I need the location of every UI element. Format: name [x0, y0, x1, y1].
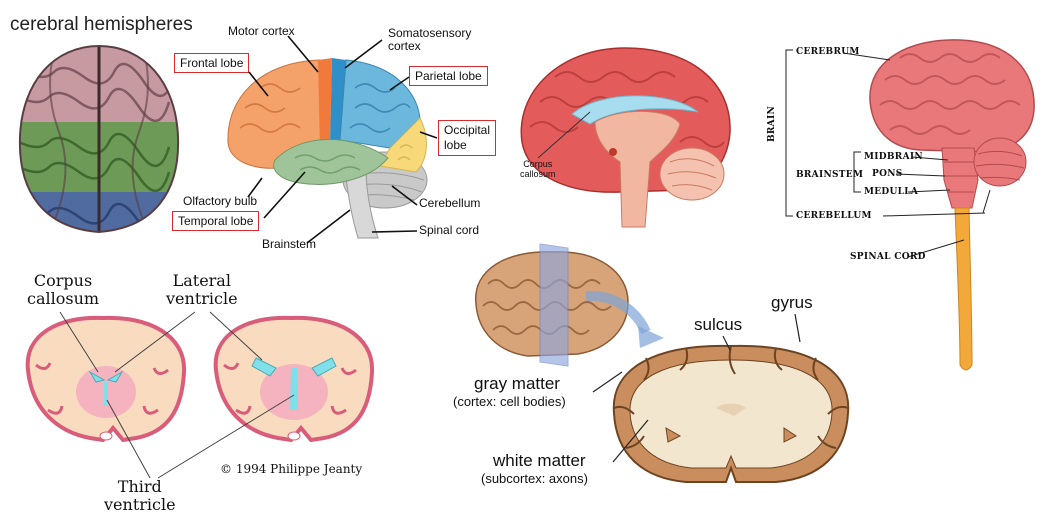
midsagittal-brain-image	[520, 47, 731, 228]
top-view-brain-image	[18, 44, 180, 234]
top-view-title: cerebral hemispheres	[10, 14, 193, 35]
side-spinal-cord-label: SPINAL CORD	[850, 252, 926, 262]
brainstem-label: Brainstem	[262, 237, 317, 251]
gyrus-label: gyrus	[771, 293, 813, 312]
parietal-lobe-label: Parietal lobe	[409, 66, 488, 86]
gray-matter-label: gray matter	[474, 374, 560, 393]
midbrain-label: MIDBRAIN	[864, 152, 923, 162]
somatosensory-label: Somatosensory cortex	[388, 26, 472, 54]
medulla-label: MEDULLA	[864, 187, 919, 197]
copyright-label: © 1994 Philippe Jeanty	[220, 462, 363, 476]
gray-matter-sub-label: (cortex: cell bodies)	[453, 394, 566, 409]
white-matter-sub-label: (subcortex: axons)	[481, 471, 588, 486]
white-matter-label: white matter	[493, 451, 586, 470]
lobes-brain-image	[227, 58, 428, 239]
olfactory-bulb-label: Olfactory bulb	[183, 194, 258, 208]
side-brain-image	[869, 39, 1035, 371]
temporal-lobe-label: Temporal lobe	[172, 211, 260, 231]
coronal-sections-image	[25, 315, 375, 443]
cerebrum-label: CEREBRUM	[796, 47, 860, 57]
sulcus-label: sulcus	[694, 315, 743, 334]
side-brainstem-label: BRAINSTEM	[796, 170, 864, 180]
spinal-cord-label: Spinal cord	[419, 223, 480, 237]
cortex-section-diagram	[612, 344, 850, 483]
side-cerebellum-label: CEREBELLUM	[796, 211, 872, 221]
corpus-callosum-label-top: Corpus callosum	[520, 159, 556, 180]
brain-slice-diagram	[475, 243, 664, 367]
third-ventricle-label: Third ventricle	[104, 477, 176, 514]
pons-label: PONS	[872, 169, 903, 179]
frontal-lobe-label: Frontal lobe	[174, 53, 250, 73]
lateral-ventricle-label: Lateral ventricle	[166, 271, 238, 308]
cerebellum-label: Cerebellum	[419, 196, 481, 210]
coronal-corpus-label: Corpus callosum	[27, 271, 100, 308]
motor-cortex-label: Motor cortex	[228, 24, 295, 38]
occipital-lobe-label: Occipital lobe	[438, 120, 497, 156]
